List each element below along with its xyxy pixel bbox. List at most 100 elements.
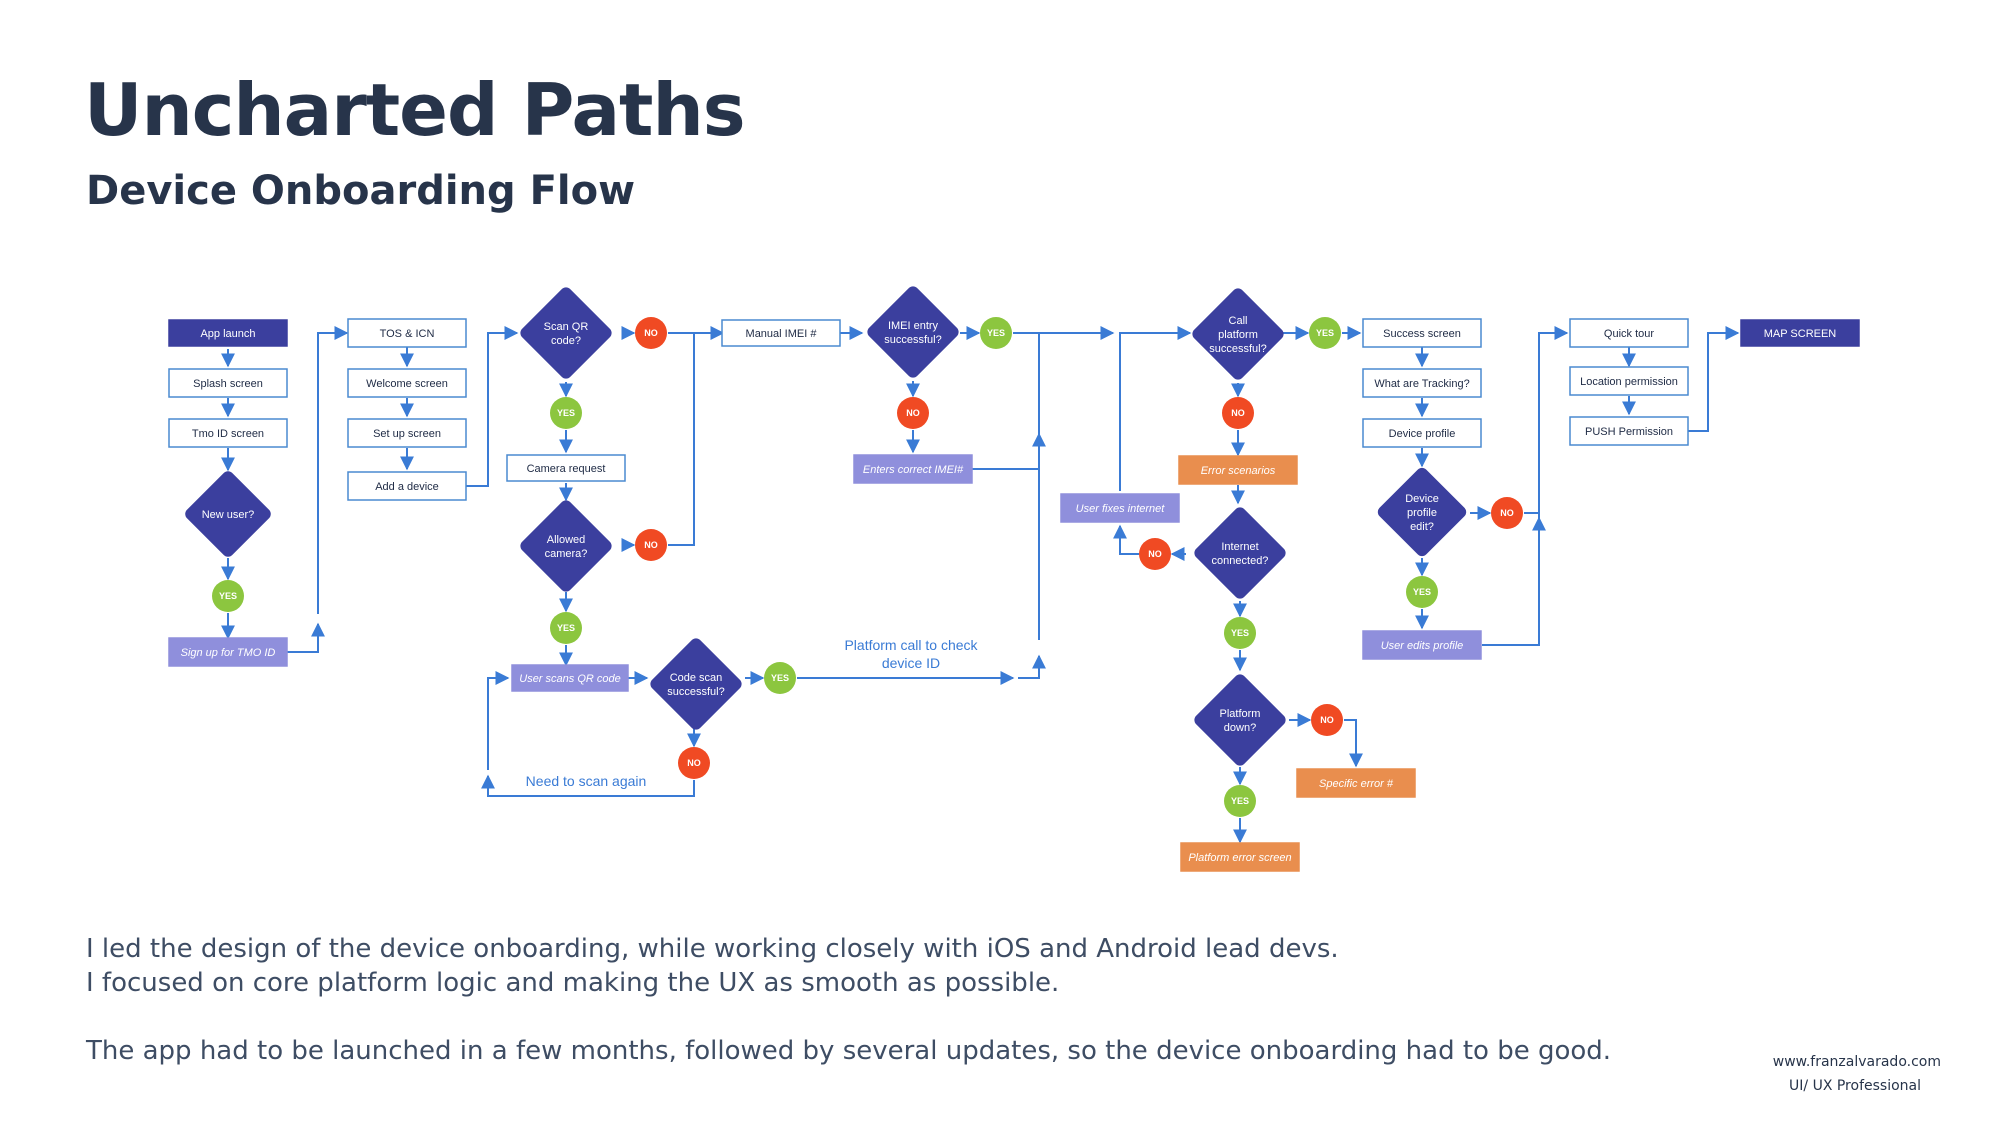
arrow-scanagain-loop: [481, 774, 695, 797]
node-map-screen-shape: [1740, 319, 1860, 347]
node-push-permission-label: PUSH Permission: [1585, 426, 1673, 438]
node-what-are-tracking-shape: [1362, 368, 1482, 398]
node-tmo-id-screen-label: Tmo ID screen: [192, 428, 264, 440]
text-need-scan-again-label: Need to scan again: [526, 773, 647, 789]
node-no-call-shape: [1222, 397, 1254, 429]
node-platform-error-screen: Platform error screen: [1180, 842, 1300, 872]
node-yes-newuser-shape: [212, 580, 244, 612]
footer-website[interactable]: www.franzalvarado.com: [1772, 1054, 1941, 1070]
node-device-profile-edit-label: Device: [1405, 493, 1439, 505]
node-imei-entry: IMEI entry successful?: [867, 286, 959, 378]
node-location-permission: Location permission: [1569, 366, 1689, 396]
arrow-scanagain-up: [487, 671, 510, 770]
node-yes-platform: YES: [1224, 785, 1256, 817]
node-user-edits-profile-label: User edits profile: [1381, 640, 1464, 652]
arrow-signup-up: [286, 622, 325, 653]
node-no-code-label: NO: [687, 758, 701, 768]
node-user-fixes-internet: User fixes internet: [1060, 493, 1180, 523]
node-tmo-id-screen-shape: [168, 418, 288, 448]
arrow-enters-up: [972, 432, 1046, 470]
node-map-screen-label: MAP SCREEN: [1764, 328, 1837, 340]
node-manual-imei-shape: [721, 319, 841, 347]
node-yes-edit-shape: [1406, 576, 1438, 608]
footer-role: UI/ UX Professional: [1789, 1078, 1921, 1094]
node-internet-connected-label: Internet: [1221, 541, 1258, 553]
node-scan-qr-label: Scan QR: [544, 321, 589, 333]
node-manual-imei-label: Manual IMEI #: [746, 328, 818, 340]
node-tos-icn: TOS & ICN: [347, 318, 467, 348]
node-device-profile-edit-label: edit?: [1410, 521, 1434, 533]
node-no-call-label: NO: [1231, 408, 1245, 418]
node-yes-platform-shape: [1224, 785, 1256, 817]
node-call-platform-label: Call: [1229, 315, 1248, 327]
node-no-imei-shape: [897, 397, 929, 429]
node-internet-connected: Internet connected?: [1194, 507, 1286, 599]
node-map-screen: MAP SCREEN: [1740, 319, 1860, 347]
node-quick-tour: Quick tour: [1569, 318, 1689, 348]
node-imei-entry-label: successful?: [884, 334, 941, 346]
node-user-edits-profile: User edits profile: [1362, 630, 1482, 660]
node-no-edit-shape: [1491, 497, 1523, 529]
node-code-scan-label: successful?: [667, 686, 724, 698]
page-subtitle: Device Onboarding Flow: [86, 168, 636, 214]
node-device-profile-edit-label: profile: [1407, 507, 1437, 519]
node-yes-newuser-label: YES: [219, 591, 237, 601]
node-tmo-id-screen: Tmo ID screen: [168, 418, 288, 448]
node-no-code: NO: [678, 747, 710, 779]
node-internet-connected-shape: [1194, 507, 1286, 599]
node-push-permission-shape: [1569, 416, 1689, 446]
connectors: [221, 326, 1740, 844]
node-yes-internet-shape: [1224, 617, 1256, 649]
description-line-1: I led the design of the device onboardin…: [86, 934, 1339, 964]
node-enters-imei: Enters correct IMEI#: [853, 454, 973, 484]
node-manual-imei: Manual IMEI #: [721, 319, 841, 347]
node-sign-up-label: Sign up for TMO ID: [181, 647, 276, 659]
arrow-no-fixes: [1113, 524, 1139, 555]
node-no-platform: NO: [1311, 704, 1343, 736]
node-yes-internet-label: YES: [1231, 628, 1249, 638]
node-code-scan-label: Code scan: [670, 672, 723, 684]
arrow-col6-to-tour: [1538, 326, 1569, 518]
node-camera-request: Camera request: [506, 454, 626, 482]
node-no-internet-shape: [1139, 538, 1171, 570]
node-no-imei-label: NO: [906, 408, 920, 418]
node-imei-entry-label: IMEI entry: [888, 320, 939, 332]
node-scan-qr-label: code?: [551, 335, 581, 347]
node-yes-scan: YES: [550, 397, 582, 429]
node-no-internet-label: NO: [1148, 549, 1162, 559]
node-platform-down-label: Platform: [1220, 708, 1261, 720]
node-device-profile-shape: [1362, 418, 1482, 448]
node-yes-call-label: YES: [1316, 328, 1334, 338]
node-no-scan-shape: [635, 317, 667, 349]
node-app-launch-shape: [168, 319, 288, 347]
node-no-camera-label: NO: [644, 540, 658, 550]
arrow-allowed-no-up: [668, 333, 695, 546]
node-push-permission: PUSH Permission: [1569, 416, 1689, 446]
node-call-platform-label: successful?: [1209, 343, 1266, 355]
node-yes-code-label: YES: [771, 673, 789, 683]
arrow-fixes-up: [1119, 326, 1192, 491]
node-user-scans-qr: User scans QR code: [511, 664, 629, 692]
node-yes-internet: YES: [1224, 617, 1256, 649]
arrow-add-scan: [466, 326, 519, 487]
node-yes-camera: YES: [550, 612, 582, 644]
arrow-push-map: [1688, 326, 1740, 432]
node-no-imei: NO: [897, 397, 929, 429]
node-welcome-screen-shape: [347, 368, 467, 398]
node-internet-connected-label: connected?: [1212, 555, 1269, 567]
node-add-device-shape: [347, 471, 467, 501]
node-error-scenarios-label: Error scenarios: [1201, 465, 1276, 477]
node-imei-entry-shape: [867, 286, 959, 378]
node-no-code-shape: [678, 747, 710, 779]
node-call-platform-shape: [1192, 288, 1284, 380]
text-platform-call-label: device ID: [882, 655, 940, 671]
node-app-launch: App launch: [168, 319, 288, 347]
node-platform-down-shape: [1194, 674, 1286, 766]
node-code-scan-shape: [650, 638, 742, 730]
description-line-2: I focused on core platform logic and mak…: [86, 968, 1060, 998]
description-line-3: The app had to be launched in a few mont…: [86, 1036, 1612, 1066]
